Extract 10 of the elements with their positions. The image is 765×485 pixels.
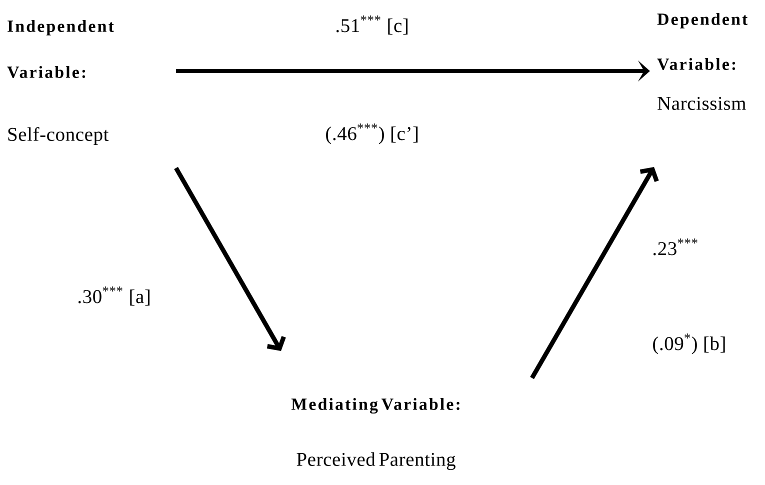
arrow	[530, 167, 659, 380]
coefficient-label: (.09$^{*}$) [b]	[653, 334, 725, 354]
edge-label: .51$^{***}$ [c]	[336, 16, 408, 35]
edge-label: .30$^{***}$ [a]	[78, 286, 150, 306]
variable-label: Dependent Variable: Narcissism	[657, 13, 748, 110]
arrow	[174, 166, 286, 351]
edge-label: .23$^{***}$	[654, 238, 698, 256]
variable-label: Independent Variable: Self-concept	[7, 20, 114, 145]
coefficient-label: (.46$^{***}$) [c’]	[326, 124, 418, 144]
variable-label: Mediating Variable: Perceived Parenting	[291, 398, 460, 470]
